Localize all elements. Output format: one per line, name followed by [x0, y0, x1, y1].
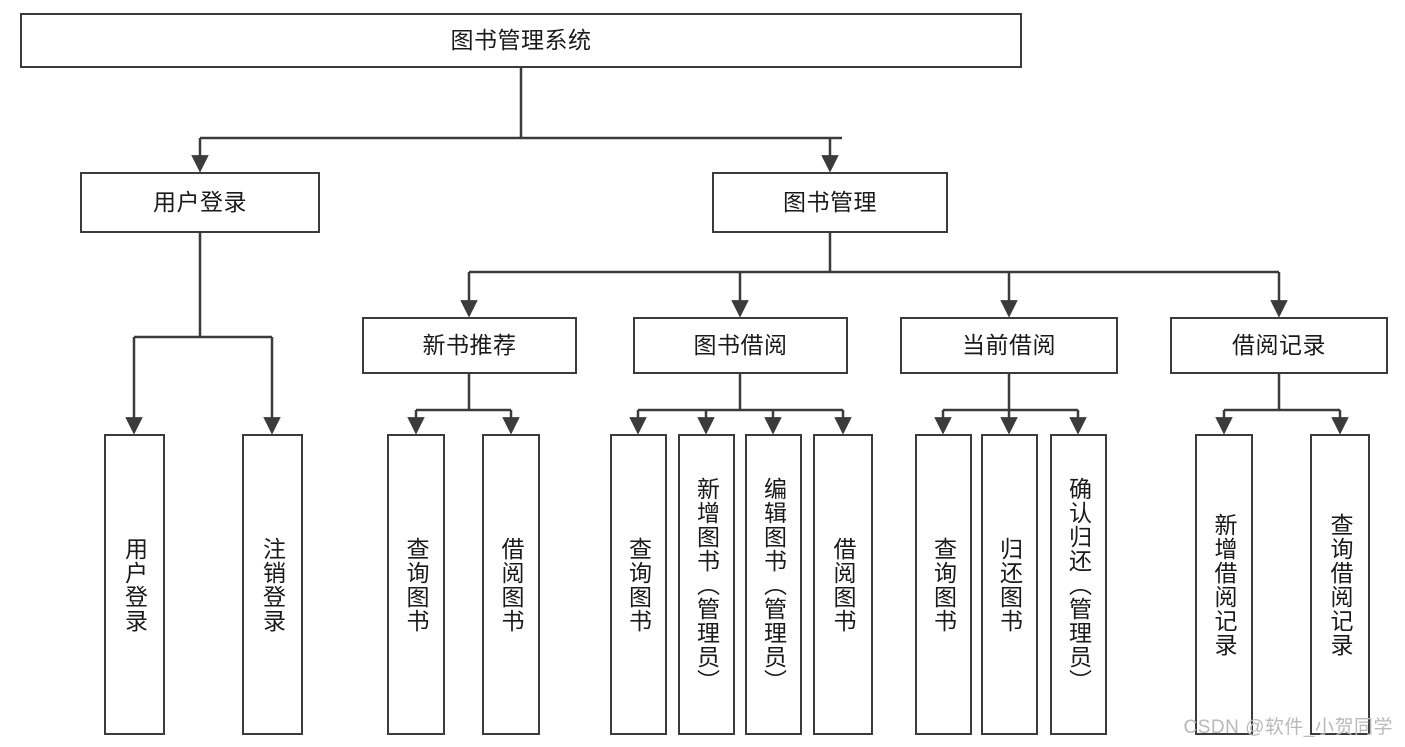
node-label: 图书管理	[783, 189, 877, 216]
node-label: 借阅记录	[1232, 332, 1326, 359]
node-leaf-query-book-recommend[interactable]: 查询图书	[387, 434, 445, 735]
node-label: 查询图书	[930, 536, 957, 633]
node-leaf-add-book-admin[interactable]: 新增图书（管理员）	[678, 434, 735, 735]
node-book-manage[interactable]: 图书管理	[712, 172, 948, 233]
node-leaf-user-login[interactable]: 用户登录	[104, 434, 165, 735]
node-label: 新增图书（管理员）	[693, 476, 720, 693]
node-new-book-recommend[interactable]: 新书推荐	[362, 317, 577, 374]
node-label: 查询图书	[625, 536, 652, 633]
node-label: 借阅图书	[830, 536, 857, 633]
node-label: 用户登录	[153, 189, 247, 216]
node-label: 编辑图书（管理员）	[760, 476, 787, 693]
node-leaf-query-borrow-record[interactable]: 查询借阅记录	[1310, 434, 1370, 735]
node-label: 新增借阅记录	[1211, 512, 1238, 657]
node-label: 图书借阅	[693, 332, 788, 359]
node-label: 新书推荐	[422, 332, 517, 359]
node-current-borrow[interactable]: 当前借阅	[900, 317, 1118, 374]
node-leaf-return-book[interactable]: 归还图书	[981, 434, 1038, 735]
node-leaf-borrow-book-recommend[interactable]: 借阅图书	[482, 434, 540, 735]
node-label: 用户登录	[121, 536, 148, 633]
node-label: 借阅图书	[498, 536, 525, 633]
node-label: 归还图书	[996, 536, 1023, 633]
node-borrow-record[interactable]: 借阅记录	[1170, 317, 1388, 374]
node-leaf-edit-book-admin[interactable]: 编辑图书（管理员）	[745, 434, 802, 735]
node-label: 查询图书	[403, 536, 430, 633]
node-leaf-query-book-current[interactable]: 查询图书	[915, 434, 972, 735]
node-label: 注销登录	[259, 536, 286, 633]
node-leaf-borrow-book[interactable]: 借阅图书	[813, 434, 873, 735]
node-root-system[interactable]: 图书管理系统	[20, 13, 1022, 68]
node-label: 确认归还（管理员）	[1065, 476, 1092, 693]
node-leaf-logout[interactable]: 注销登录	[242, 434, 303, 735]
node-leaf-query-book-borrow[interactable]: 查询图书	[610, 434, 667, 735]
node-leaf-confirm-return-admin[interactable]: 确认归还（管理员）	[1050, 434, 1107, 735]
node-label: 图书管理系统	[450, 27, 592, 54]
node-label: 查询借阅记录	[1327, 512, 1354, 657]
node-leaf-add-borrow-record[interactable]: 新增借阅记录	[1195, 434, 1253, 735]
node-label: 当前借阅	[962, 332, 1056, 359]
node-user-login[interactable]: 用户登录	[80, 172, 320, 233]
node-book-borrow[interactable]: 图书借阅	[633, 317, 848, 374]
